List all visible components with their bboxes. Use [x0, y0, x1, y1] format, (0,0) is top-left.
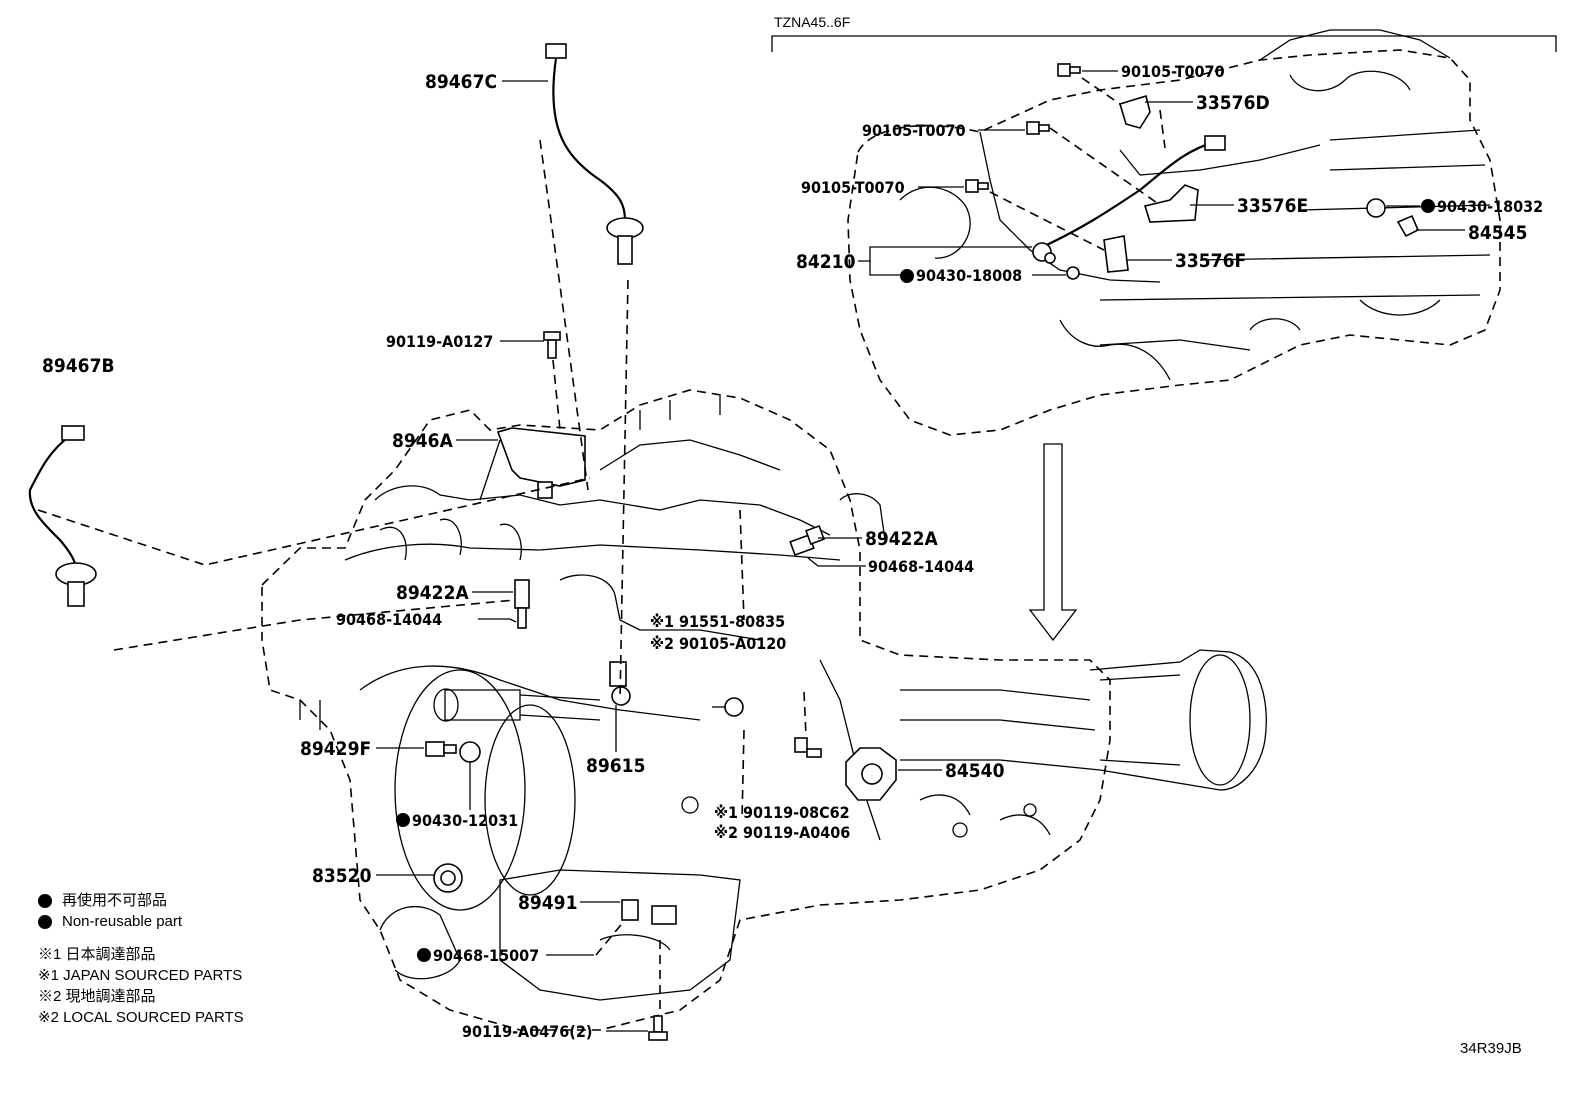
label-89422a-right: 89422A [865, 528, 938, 550]
label-33576d: 33576D [1196, 92, 1270, 114]
label-90468-14044-right: 90468-14044 [868, 557, 974, 576]
bolt-90105-a0120 [712, 697, 744, 717]
label-84540: 84540 [945, 760, 1005, 782]
non-reusable-dot-90430-18032 [1421, 199, 1435, 213]
sensor-89615 [609, 661, 631, 706]
label-89467b: 89467B [42, 355, 115, 377]
bolt-90105-t0070-c [965, 179, 989, 193]
non-reusable-dot-90468-15007 [417, 948, 431, 962]
gasket-90430-12031 [459, 741, 481, 763]
switch-83520 [433, 863, 463, 893]
label-90468-15007: 90468-15007 [433, 946, 539, 965]
label-84210: 84210 [796, 251, 856, 273]
legend-non-reusable-jp: 再使用不可部品 [38, 890, 244, 911]
sensor-89467b [28, 435, 78, 569]
inset-callouts: 90105-T0070 33576D 90105-T0070 90105-T00… [796, 62, 1543, 285]
gasket-90430-18032 [1366, 198, 1386, 218]
bracket-33576e [1143, 184, 1199, 223]
legend-note1-jp: ※1 日本調達部品 [38, 946, 156, 963]
label-90105-t0070-c: 90105-T0070 [801, 178, 905, 197]
non-reusable-dot-icon [38, 893, 52, 908]
label-84545: 84545 [1468, 222, 1527, 244]
bolt-90119-a0127 [543, 331, 561, 359]
variant-bracket: TZNA45..6F [771, 14, 1557, 52]
label-90430-18008: 90430-18008 [916, 266, 1022, 285]
label-90105-a0120: ※2 90105-A0120 [650, 634, 786, 653]
legend-note2-en: ※2 LOCAL SOURCED PARTS [38, 1009, 244, 1026]
bracket-33576d [1119, 94, 1151, 129]
bracket-8946a [496, 427, 586, 487]
label-91551-80835: ※1 91551-80835 [650, 612, 785, 631]
gasket-90430-18008 [1066, 266, 1080, 280]
label-89429f: 89429F [300, 738, 371, 760]
non-reusable-dot-90430-12031 [396, 813, 410, 827]
label-33576f: 33576F [1175, 250, 1246, 272]
label-90430-18032: 90430-18032 [1437, 197, 1543, 216]
label-90430-12031: 90430-12031 [412, 811, 518, 830]
bolt-90119-a0476 [648, 1015, 668, 1041]
inset-transmission-drawing [847, 29, 1501, 436]
main-callouts: 89467C 89467B 90119-A0127 8946A 89422A 9… [42, 71, 1005, 1041]
label-89615: 89615 [586, 755, 645, 777]
label-90105-t0070-b: 90105-T0070 [862, 121, 966, 140]
label-90468-14044-left: 90468-14044 [336, 610, 442, 629]
legend: 再使用不可部品 Non-reusable part ※1 日本調達部品 ※1 J… [38, 890, 244, 1028]
down-arrow [1028, 443, 1078, 642]
legend-note1-en: ※1 JAPAN SOURCED PARTS [38, 967, 243, 984]
label-83520: 83520 [312, 865, 372, 887]
sensor-89429f [425, 741, 457, 757]
drawing-code: 34R39JB [1460, 1040, 1522, 1057]
label-8946a: 8946A [392, 430, 454, 452]
label-90119-a0406: ※2 90119-A0406 [714, 823, 850, 842]
bolt-90105-t0070-a [1057, 63, 1081, 77]
bolt-90105-t0070-b [1026, 121, 1050, 135]
sensor-89422a-left [514, 579, 530, 629]
legend-note2-jp: ※2 現地調達部品 [38, 988, 156, 1005]
label-90119-08c62: ※1 90119-08C62 [714, 803, 850, 822]
sensor-89467c [552, 57, 627, 221]
non-reusable-dot-icon [38, 914, 52, 929]
sensor-89491 [621, 899, 677, 925]
switch-84545 [1396, 214, 1420, 238]
inset-parts [965, 63, 1420, 280]
variant-label: TZNA45..6F [774, 14, 850, 30]
switch-84540 [794, 737, 897, 801]
label-89422a-left: 89422A [396, 582, 469, 604]
label-90105-t0070-a: 90105-T0070 [1121, 62, 1225, 81]
bracket-33576f [1103, 235, 1129, 273]
label-90119-a0476: 90119-A0476(2) [462, 1022, 592, 1041]
main-parts [28, 43, 897, 1041]
label-89491: 89491 [518, 892, 577, 914]
label-33576e: 33576E [1237, 195, 1308, 217]
sensor-89422a-right [789, 525, 825, 557]
main-transmission-drawing [261, 389, 1267, 1031]
label-90119-a0127: 90119-A0127 [386, 332, 493, 351]
label-89467c: 89467C [425, 71, 497, 93]
legend-non-reusable-en: Non-reusable part [38, 911, 244, 932]
non-reusable-dot-90430-18008 [900, 269, 914, 283]
